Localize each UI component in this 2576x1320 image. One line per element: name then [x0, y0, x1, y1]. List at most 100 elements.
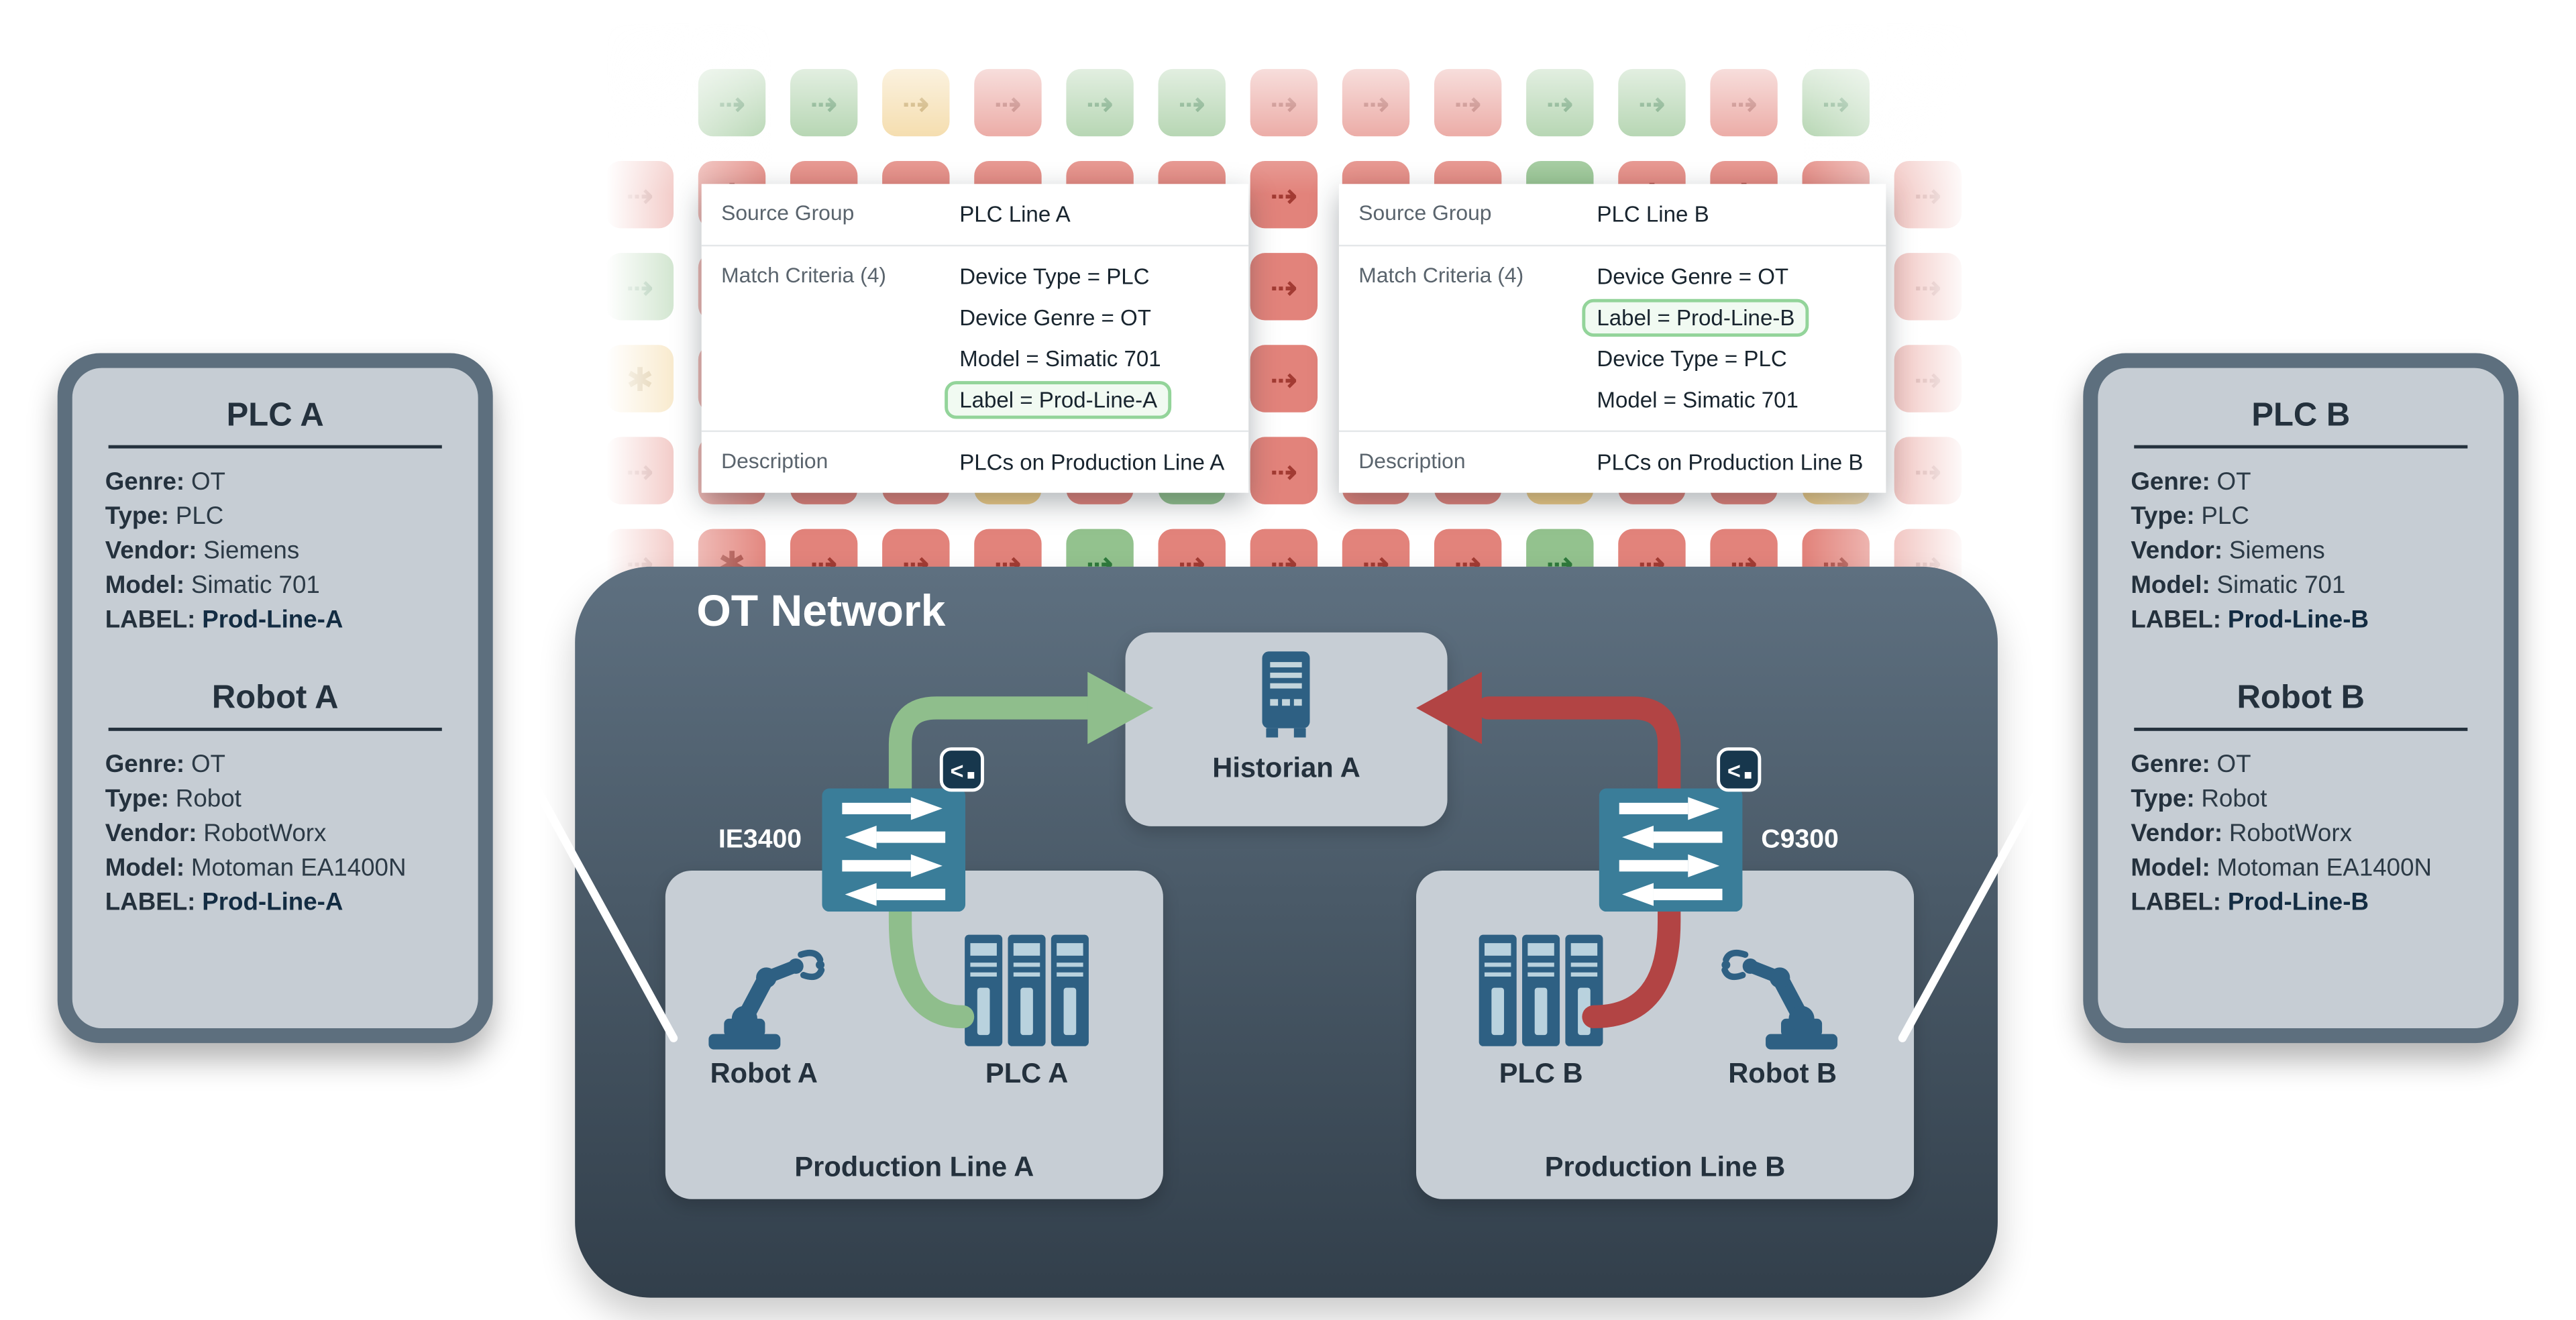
match-criteria-label: Match Criteria (4): [721, 262, 887, 288]
switch-icon: [1599, 788, 1743, 912]
device-label: PLC A: [985, 1058, 1069, 1089]
match-criterion-highlighted: Label = Prod-Line-A: [945, 381, 1173, 419]
device-label: PLC B: [1499, 1058, 1583, 1089]
plc-icon: [964, 934, 1088, 1046]
device-spec-section: Robot B Genre:OT Type:Robot Vendor:Robot…: [2131, 680, 2471, 920]
spec-value: Siemens: [203, 537, 300, 565]
matrix-cell[interactable]: ⇢: [1342, 68, 1410, 137]
spec-label: Genre:: [2131, 468, 2210, 496]
description-row: Description PLCs on Production Line B: [1338, 430, 1886, 493]
match-criterion: Device Genre = OT: [1597, 264, 1789, 290]
production-line-a-label: Production Line A: [794, 1151, 1034, 1183]
spec-value: Prod-Line-A: [202, 888, 343, 917]
matrix-cell[interactable]: ⇢: [1618, 68, 1686, 137]
plc-b-node: PLC B: [1450, 926, 1631, 1091]
spec-label: Genre:: [2131, 751, 2210, 779]
spec-row-label: LABEL:Prod-Line-A: [105, 603, 445, 637]
matrix-cell[interactable]: ⇢: [790, 68, 858, 137]
matrix-cell[interactable]: ⇢: [698, 68, 766, 137]
matrix-cell[interactable]: ⇢: [1250, 345, 1318, 412]
spec-row: Vendor:Siemens: [2131, 534, 2471, 568]
match-criterion: Model = Simatic 701: [959, 346, 1161, 372]
spec-value: Prod-Line-B: [2227, 888, 2369, 917]
divider: [108, 445, 442, 449]
switch-ie3400: [821, 788, 966, 912]
spec-value: OT: [191, 468, 226, 496]
switch-label: C9300: [1761, 826, 1839, 855]
spec-row: Genre:OT: [2131, 747, 2471, 781]
matrix-cell[interactable]: ⇢: [1802, 68, 1870, 137]
description-label: Description: [721, 448, 828, 474]
spec-row: Type:Robot: [2131, 782, 2471, 816]
spec-label: Model:: [105, 854, 185, 883]
spec-row: Model:Motoman EA1400N: [105, 851, 445, 885]
switch-icon: [822, 788, 966, 912]
device-title: Robot A: [211, 679, 339, 716]
spec-value: PLC: [175, 502, 224, 531]
match-criteria-label: Match Criteria (4): [1358, 262, 1524, 288]
spec-label: LABEL:: [2131, 888, 2222, 917]
spec-value: OT: [191, 751, 226, 779]
ot-network-title: OT Network: [696, 586, 946, 636]
matrix-cell[interactable]: ⇢: [1894, 345, 1962, 412]
device-title: PLC B: [2251, 397, 2351, 434]
cli-badge-icon: <: [1717, 747, 1762, 792]
matrix-cell[interactable]: ⇢: [1250, 68, 1318, 137]
production-line-b-label: Production Line B: [1544, 1151, 1786, 1183]
panel-inner: PLC A Genre:OT Type:PLC Vendor:Siemens M…: [72, 368, 478, 1029]
spec-row: Vendor:RobotWorx: [105, 816, 445, 850]
spec-label: Vendor:: [105, 820, 197, 848]
matrix-cell[interactable]: ⇢: [974, 68, 1042, 137]
matrix-cell[interactable]: ⇢: [606, 437, 674, 504]
robot-arm-icon: [1721, 949, 1838, 1050]
matrix-cell[interactable]: ⇢: [1526, 68, 1594, 137]
spec-label: Genre:: [105, 751, 185, 779]
source-group-value: PLC Line B: [1597, 202, 1709, 227]
spec-row: Model:Simatic 701: [105, 568, 445, 602]
matrix-cell[interactable]: ⇢: [1066, 68, 1134, 137]
device-spec-section: PLC A Genre:OT Type:PLC Vendor:Siemens M…: [105, 398, 445, 638]
spec-label: Model:: [2131, 571, 2210, 600]
matrix-cell[interactable]: ⇢: [606, 161, 674, 229]
spec-value: Prod-Line-A: [202, 606, 343, 635]
matrix-cell[interactable]: ⇢: [1894, 437, 1962, 504]
matrix-cell[interactable]: ⇢: [1250, 253, 1318, 321]
matrix-cell[interactable]: ⇢: [1158, 68, 1226, 137]
match-criteria-row: Match Criteria (4) Device Genre = OT Lab…: [1338, 244, 1886, 431]
spec-label: Model:: [105, 571, 185, 600]
matrix-cell[interactable]: ⇢: [882, 68, 950, 137]
spec-label: LABEL:: [105, 888, 196, 917]
matrix-cell[interactable]: ⇢: [1710, 68, 1778, 137]
matrix-cell[interactable]: ✱: [606, 345, 674, 412]
source-group-value: PLC Line A: [959, 202, 1071, 227]
matrix-cell[interactable]: ⇢: [1250, 161, 1318, 229]
device-details-panel-right: PLC B Genre:OT Type:PLC Vendor:Siemens M…: [2083, 353, 2519, 1044]
plc-icon: [1478, 934, 1603, 1046]
spec-row: Type:Robot: [105, 782, 445, 816]
spec-value: Siemens: [2229, 537, 2325, 565]
match-criterion: Device Type = PLC: [1597, 346, 1787, 372]
historian-label: Historian A: [1212, 752, 1360, 784]
spec-value: OT: [2216, 751, 2251, 779]
spec-label: Type:: [105, 502, 170, 531]
matrix-cell[interactable]: ⇢: [1894, 253, 1962, 321]
spec-label: LABEL:: [105, 606, 196, 635]
cli-badge-icon: <: [939, 747, 984, 792]
device-label: Robot A: [710, 1058, 818, 1089]
spec-row: Genre:OT: [2131, 465, 2471, 499]
matrix-cell[interactable]: ⇢: [1250, 437, 1318, 504]
spec-row: Genre:OT: [105, 747, 445, 781]
spec-value: RobotWorx: [2229, 820, 2352, 848]
matrix-cell[interactable]: ⇢: [1894, 161, 1962, 229]
description-value: PLCs on Production Line A: [959, 450, 1225, 475]
robot-b-node: Robot B: [1692, 926, 1872, 1091]
matrix-cell[interactable]: ⇢: [1434, 68, 1502, 137]
divider: [2134, 445, 2468, 449]
spec-row: Type:PLC: [105, 499, 445, 533]
matrix-cell[interactable]: ⇢: [606, 253, 674, 321]
device-title: PLC A: [226, 397, 324, 434]
spec-label: Model:: [2131, 854, 2210, 883]
spec-label: Vendor:: [2131, 820, 2223, 848]
spec-label: LABEL:: [2131, 606, 2222, 635]
plc-a-node: PLC A: [936, 926, 1117, 1091]
